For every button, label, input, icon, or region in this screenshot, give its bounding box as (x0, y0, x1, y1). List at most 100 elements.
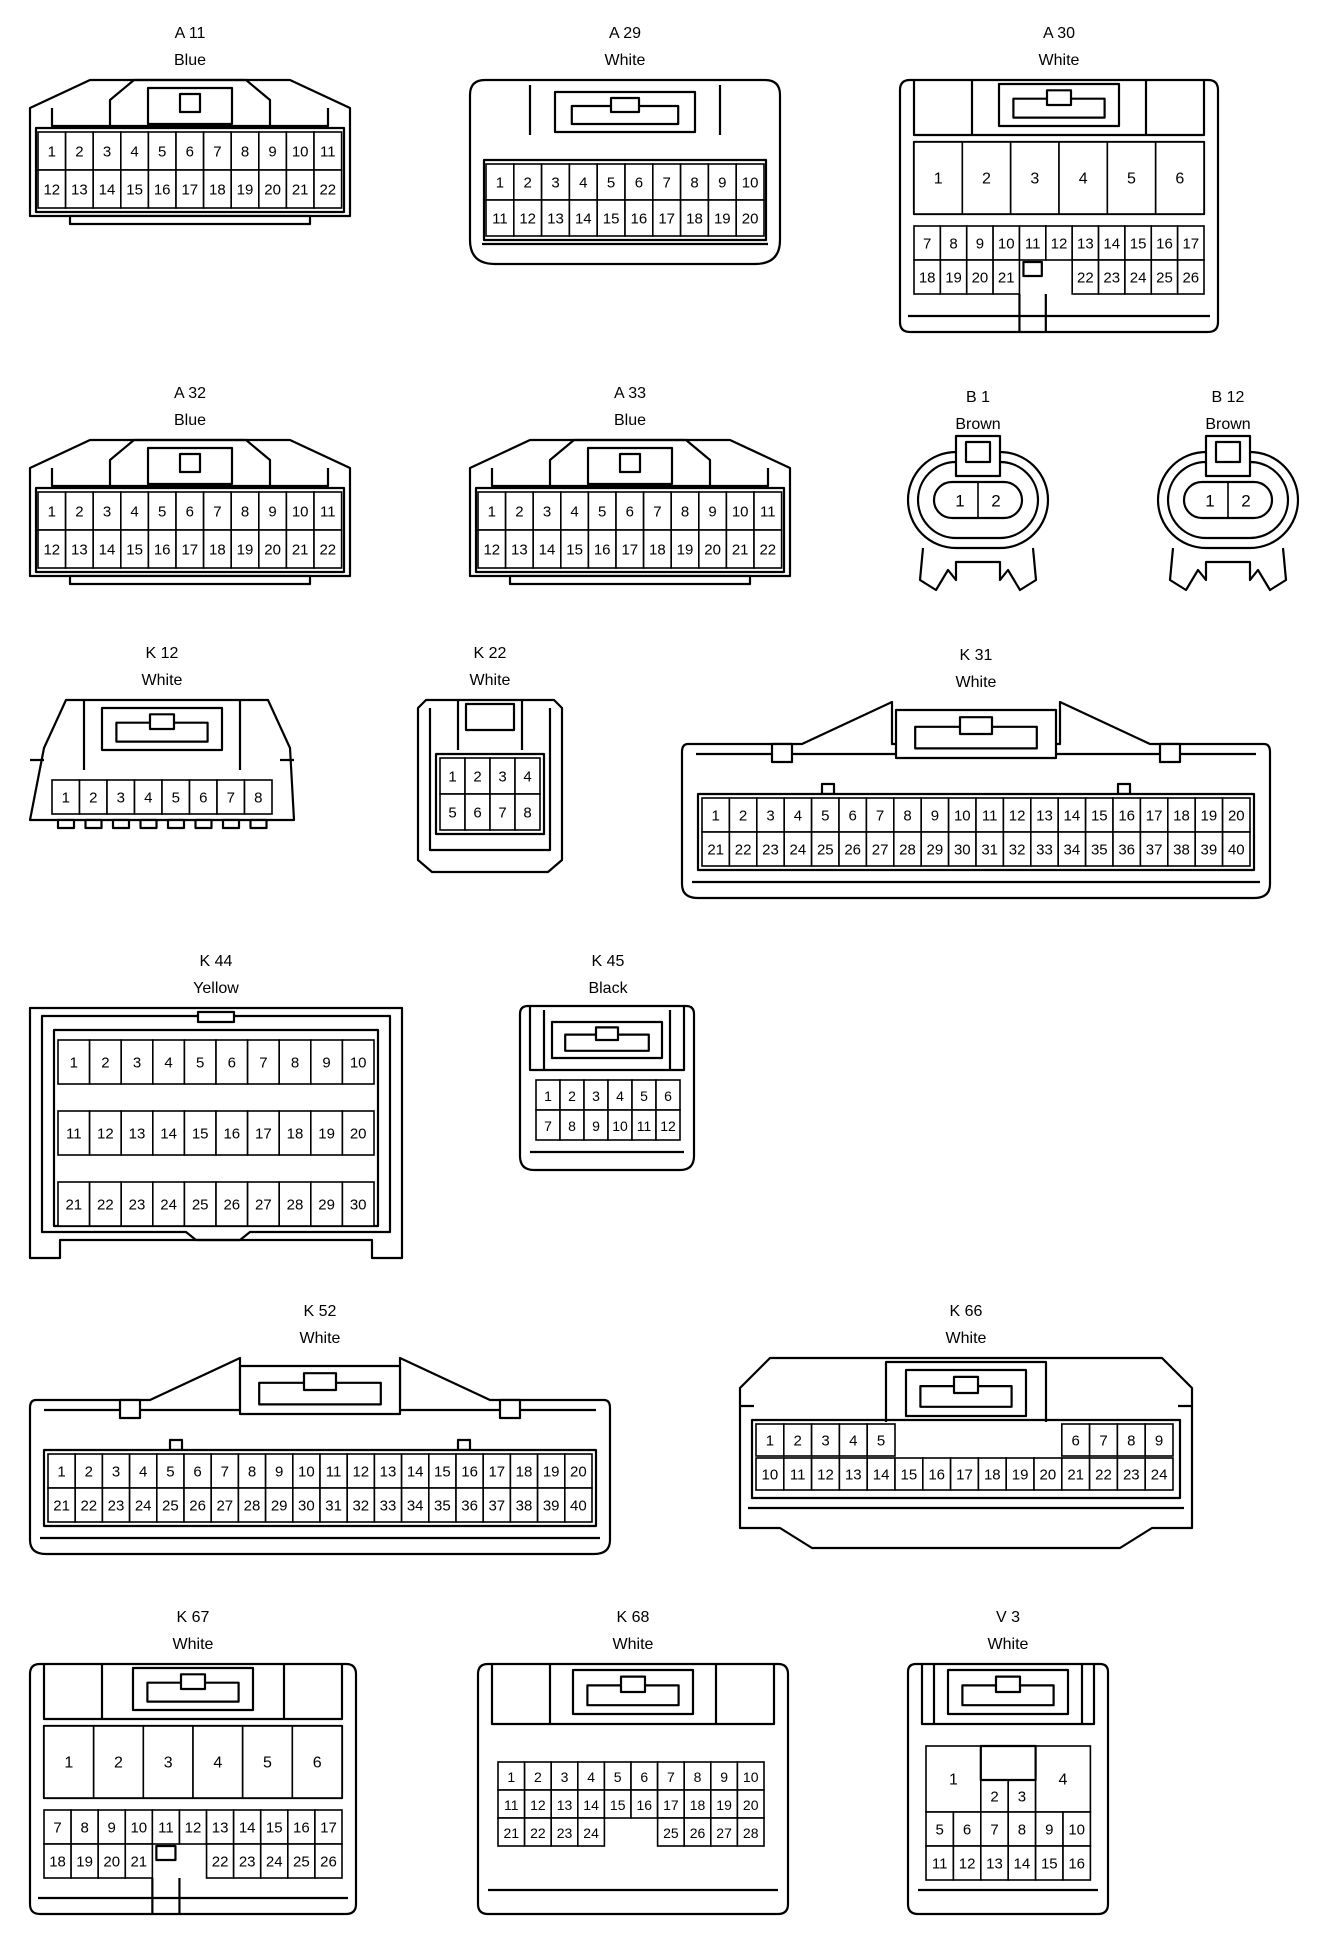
inner-ledge (42, 1664, 344, 1721)
pin-number: 6 (849, 808, 857, 825)
pin-cell (949, 1457, 980, 1491)
pin-number: 10 (1068, 1822, 1085, 1839)
pin-number: 2 (89, 790, 97, 807)
pin-cell (540, 199, 571, 237)
pin-number: 2 (739, 808, 747, 825)
latch-notch (609, 96, 641, 114)
pin-cell (563, 1453, 593, 1489)
pin-number: 14 (407, 1464, 424, 1481)
pin-number: 14 (575, 211, 592, 228)
pin-number: 31 (325, 1498, 342, 1515)
pin-number: 16 (928, 1467, 945, 1484)
pin-cell (51, 779, 81, 815)
pin-number: 18 (686, 211, 703, 228)
pin-cell (183, 1110, 217, 1156)
pin-number: 2 (101, 1055, 109, 1072)
pin-number: 30 (298, 1498, 315, 1515)
pin-number: 15 (266, 1820, 283, 1837)
pin-cell (57, 1110, 91, 1156)
pin-number: 21 (998, 270, 1015, 287)
pin-cell (532, 491, 562, 531)
pin-number: 14 (1014, 1856, 1031, 1873)
pin-cell (979, 1779, 1009, 1813)
pin-number: 10 (762, 1467, 779, 1484)
connector-color: White (613, 1636, 654, 1653)
pin-number: 5 (158, 504, 166, 521)
rail (68, 574, 312, 586)
pin-number: 25 (1156, 270, 1173, 287)
pin-number: 27 (716, 1825, 732, 1841)
pin-number: 9 (931, 808, 939, 825)
pin-cell (755, 1423, 785, 1457)
cavity-gap (979, 1744, 1037, 1782)
pin-number: 12 (817, 1467, 834, 1484)
pin-number: 9 (268, 504, 276, 521)
connector-label: K 12 (146, 645, 179, 662)
pin-number: 12 (352, 1464, 369, 1481)
pin-number: 10 (998, 236, 1015, 253)
pin-number: 8 (1018, 1822, 1026, 1839)
pin-number: 23 (239, 1854, 256, 1871)
pin-number: 18 (209, 542, 226, 559)
pin-number: 13 (1036, 808, 1053, 825)
pin-number: 8 (949, 236, 957, 253)
pin-number: 1 (544, 1088, 552, 1104)
pin-number: 6 (640, 1769, 648, 1785)
pin-number: 5 (821, 808, 829, 825)
pin-cell (243, 779, 273, 815)
pin-number: 13 (986, 1856, 1003, 1873)
pin-cell (278, 1110, 312, 1156)
pin-number: 6 (626, 504, 634, 521)
pin-number: 18 (49, 1854, 66, 1871)
pin-cell (120, 1181, 154, 1227)
pin-number: 27 (872, 842, 889, 859)
connector-label: K 66 (950, 1303, 983, 1320)
pin-cell (1221, 831, 1251, 867)
pin-cell (120, 169, 150, 209)
pin-cell (925, 1845, 955, 1881)
pin-number: 3 (133, 1055, 141, 1072)
pin-number: 8 (241, 504, 249, 521)
pin-number: 19 (237, 542, 254, 559)
pin-number: 20 (350, 1126, 367, 1143)
pin-cell (655, 1079, 681, 1111)
pin-cell (439, 757, 466, 795)
pin-cell (504, 529, 535, 569)
pin-cell (755, 1457, 785, 1491)
pin-number: 8 (254, 790, 262, 807)
pin-cell (514, 793, 541, 831)
pin-number: 20 (1040, 1467, 1057, 1484)
inner-wall (40, 1014, 392, 1242)
pin-number: 17 (181, 542, 198, 559)
pin-cell (291, 1487, 321, 1523)
pin-number: 28 (899, 842, 916, 859)
pin-number: 4 (1079, 171, 1088, 188)
pin-number: 6 (664, 1088, 672, 1104)
pin-number: 9 (976, 236, 984, 253)
rib (1158, 742, 1182, 764)
pin-number: 15 (192, 1126, 209, 1143)
pin-number: 1 (712, 808, 720, 825)
latch-notch (618, 452, 642, 474)
pin-number: 6 (473, 805, 481, 822)
pin-number: 23 (762, 842, 779, 859)
pin-cell (701, 797, 731, 833)
pin-number: 25 (817, 842, 834, 859)
latch-notch (964, 440, 992, 464)
pin-number: 14 (873, 1467, 890, 1484)
pin-number: 20 (743, 1797, 759, 1813)
pin-number: 13 (212, 1820, 229, 1837)
pin-number: 26 (690, 1825, 706, 1841)
pin-number: 11 (492, 211, 508, 228)
pin-number: 11 (504, 1797, 519, 1813)
pin-number: 27 (216, 1498, 233, 1515)
pin-number: 17 (663, 1797, 679, 1813)
pin-number: 7 (227, 790, 235, 807)
pin-number: 9 (275, 1464, 283, 1481)
pin-cell (230, 131, 260, 171)
pin-cell (183, 1453, 213, 1489)
pin-cell (514, 757, 541, 795)
pin-cell (124, 1809, 154, 1845)
